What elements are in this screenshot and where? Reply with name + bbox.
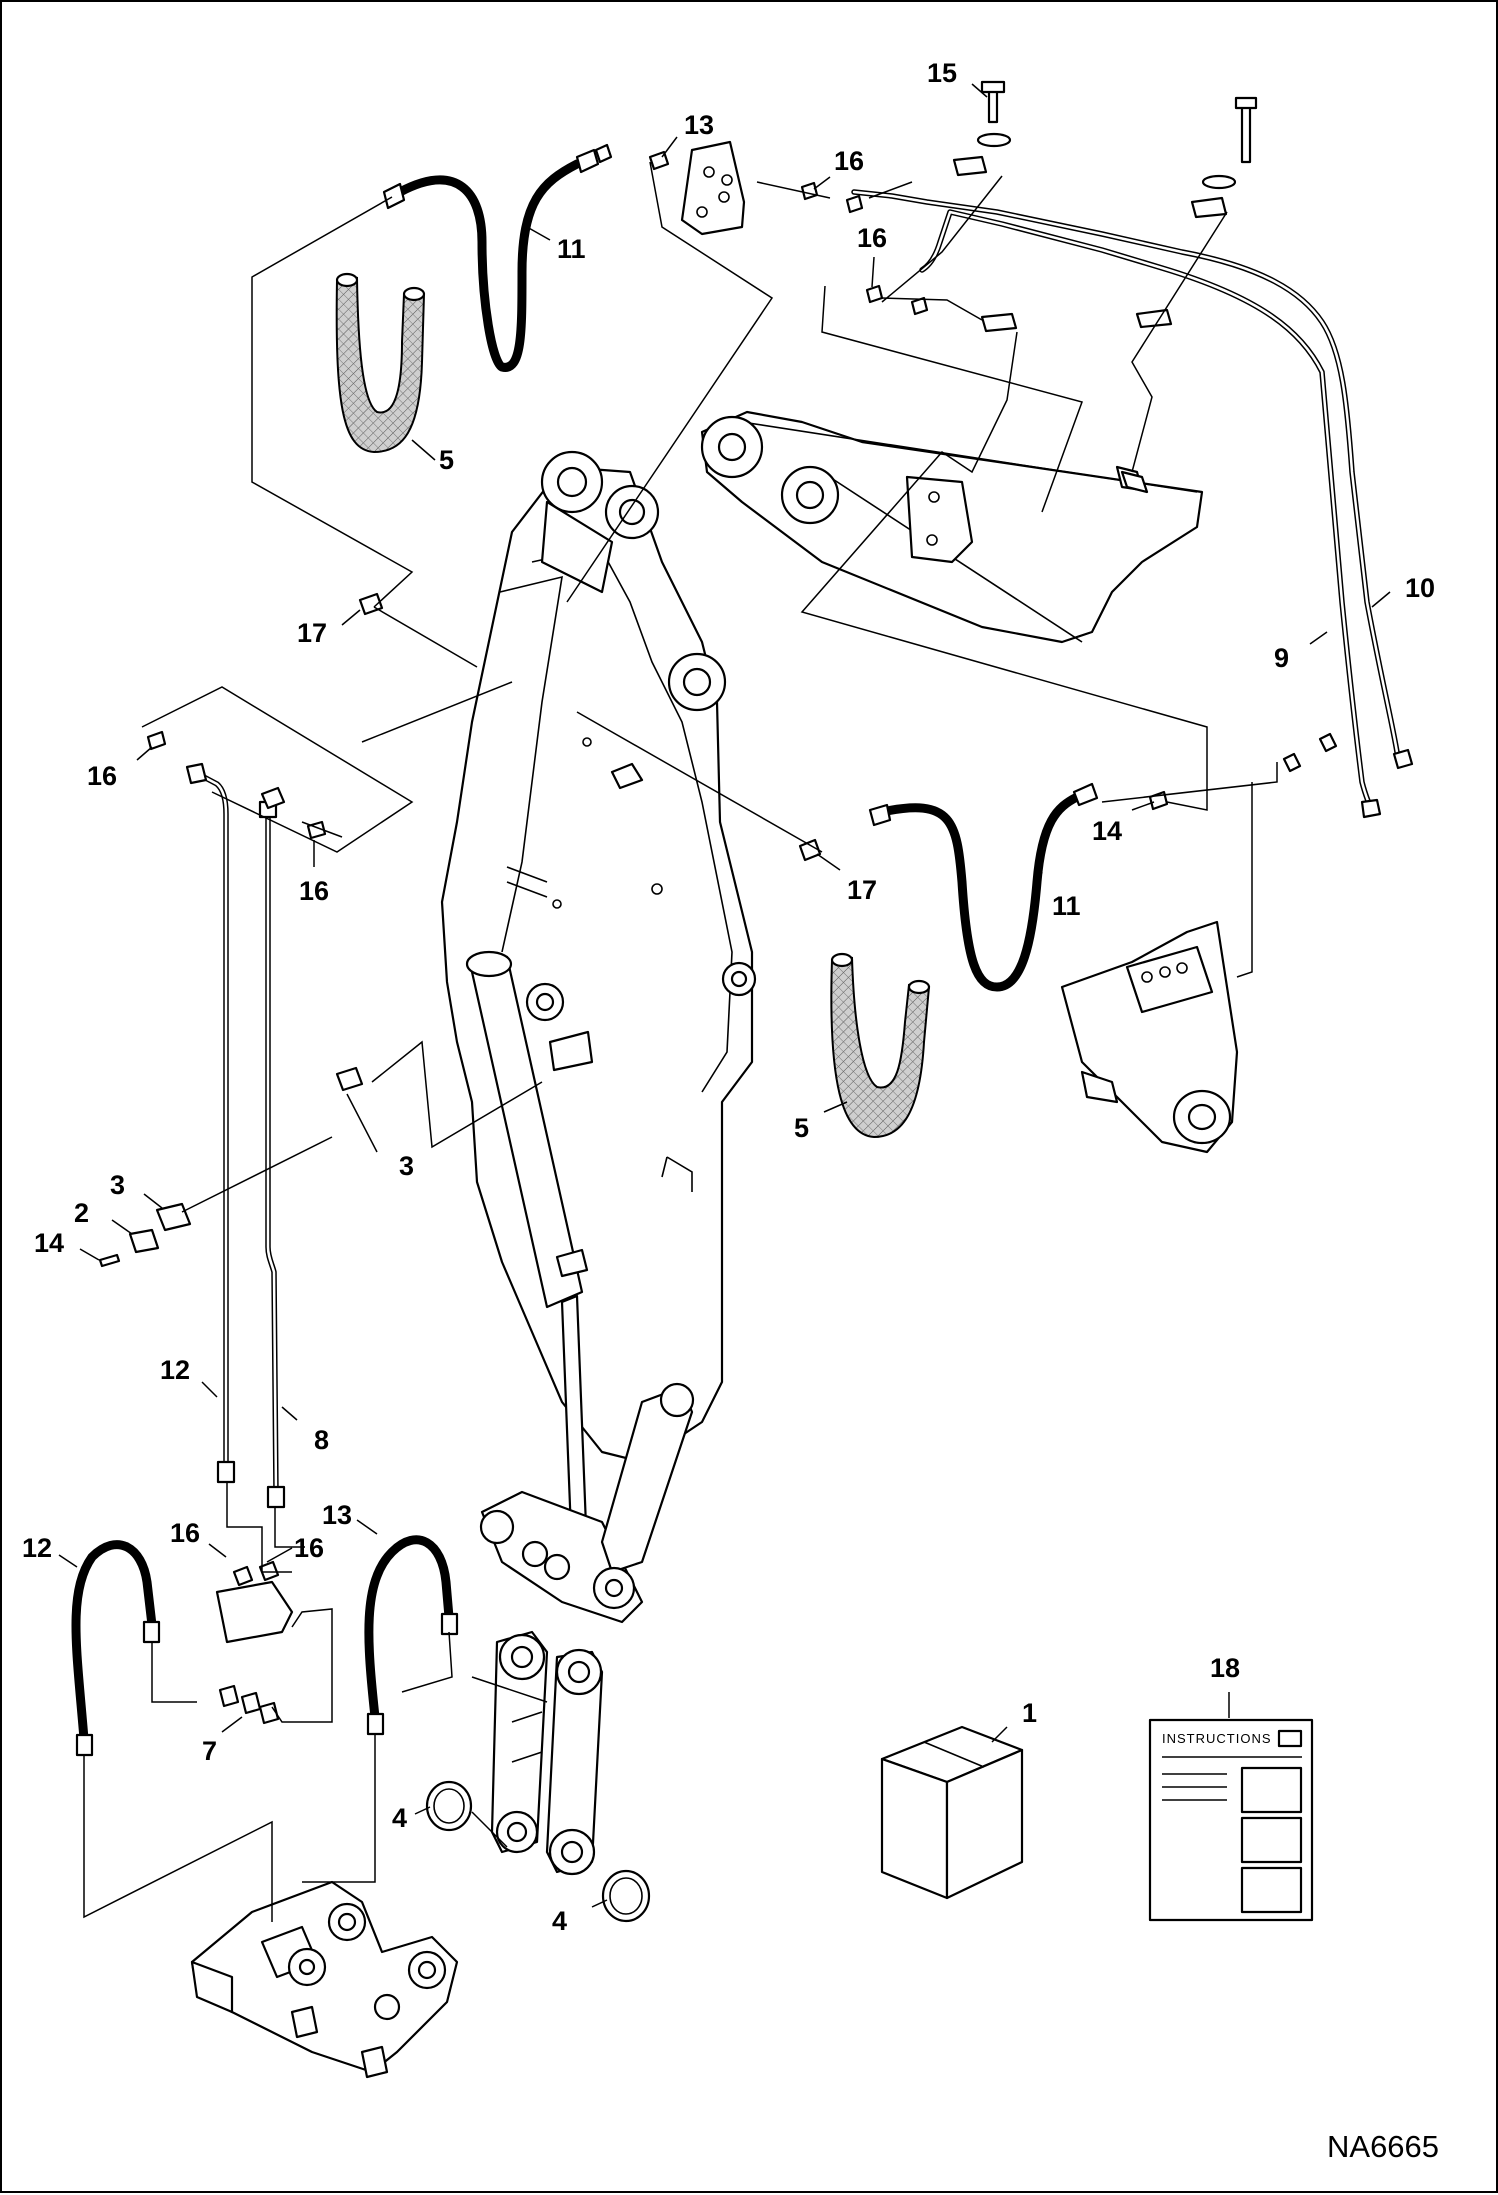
quick-coupler [190,1880,459,2079]
callout-3-left: 3 [110,1170,125,1200]
tube-8 [851,189,1414,770]
callout-5-lower: 5 [794,1113,809,1143]
callout-17-lower: 17 [847,875,877,905]
callout-18: 18 [1210,1653,1240,1683]
clamp [1135,308,1173,329]
clip [1318,732,1338,753]
instructions-text: INSTRUCTIONS [1162,1731,1272,1746]
callouts: 15 13 16 16 11 5 17 16 16 17 11 14 9 10 … [22,58,1435,1936]
callout-6: 7 [202,1736,217,1766]
callout-16-upper: 16 [857,223,887,253]
washer [1201,174,1237,190]
tube-7 [919,209,1382,819]
hose-11-upper [382,143,613,372]
clamp [1190,196,1228,219]
callout-17-upper: 17 [297,618,327,648]
callout-16-top: 16 [834,146,864,176]
callout-14: 14 [34,1228,64,1258]
fitting-13 [648,150,670,171]
callout-16-mid: 16 [299,876,329,906]
callout-11-upper: 11 [557,234,586,264]
washer [976,132,1012,148]
hose-12-right [364,1535,459,1736]
callout-16-manifold-left: 16 [170,1518,200,1548]
callout-9: 8 [314,1425,329,1455]
link-arms [490,1630,604,1876]
bolt-14 [98,1253,121,1268]
nut-16 [146,730,167,751]
instructions-manual: INSTRUCTIONS [1148,1718,1314,1922]
callout-2: 2 [74,1198,89,1228]
plate-2 [128,1228,160,1254]
hose-11-lower [868,782,1099,992]
callout-5-upper: 5 [439,445,454,475]
callout-12-right: 13 [322,1500,352,1530]
fitting-17 [798,838,822,862]
bucket-cylinder [465,950,594,1559]
callout-11-lower: 11 [1052,891,1081,921]
clamp [952,155,988,177]
callout-3-right: 3 [399,1151,414,1181]
callout-13-top: 13 [684,110,714,140]
bucket-linkage [479,1382,695,1624]
tube-10 [185,762,236,1484]
nut-16 [800,181,819,201]
drawing-code: NA6665 [1327,2129,1439,2164]
callout-4-lower: 4 [552,1906,567,1936]
callout-16-manifold-right: 16 [294,1533,324,1563]
nut-16 [865,284,884,304]
nut-16 [845,194,864,214]
manifold-block [215,1560,294,1725]
hose-12-left [71,1540,161,1757]
callout-10: 12 [160,1355,190,1385]
kit-box [880,1725,1024,1900]
arm-stick-assembly [440,450,757,1464]
bolt-15 [987,88,999,124]
o-ring-inner [609,1877,643,1915]
hose-sleeve-lower [830,952,931,1139]
callout-13-lower: 14 [1092,816,1122,846]
callout-12-left: 12 [22,1533,52,1563]
tube-9 [258,786,286,1509]
boom-section [700,410,1204,644]
fitting [910,296,929,316]
o-ring-inner [433,1788,465,1824]
clamp [980,312,1018,333]
bolt-head [980,80,1006,94]
clamp-3-lower [155,1202,192,1232]
hose-sleeve-upper [335,272,426,454]
callout-15: 15 [927,58,957,88]
callout-7: 9 [1274,643,1289,673]
mounting-plate [680,140,746,236]
fitting-17 [358,592,384,616]
callout-4-upper: 4 [392,1803,407,1833]
bolt-15 [1240,102,1252,164]
clip [1282,752,1302,773]
routing-lines [83,161,1278,1922]
clamp-block [1120,470,1149,494]
clamp-3-upper [335,1066,364,1092]
callout-8: 10 [1405,573,1435,603]
callout-16-left: 16 [87,761,117,791]
bolt-head [1234,96,1258,110]
cylinder-end-bracket [1060,920,1239,1154]
callout-1: 1 [1022,1698,1037,1728]
